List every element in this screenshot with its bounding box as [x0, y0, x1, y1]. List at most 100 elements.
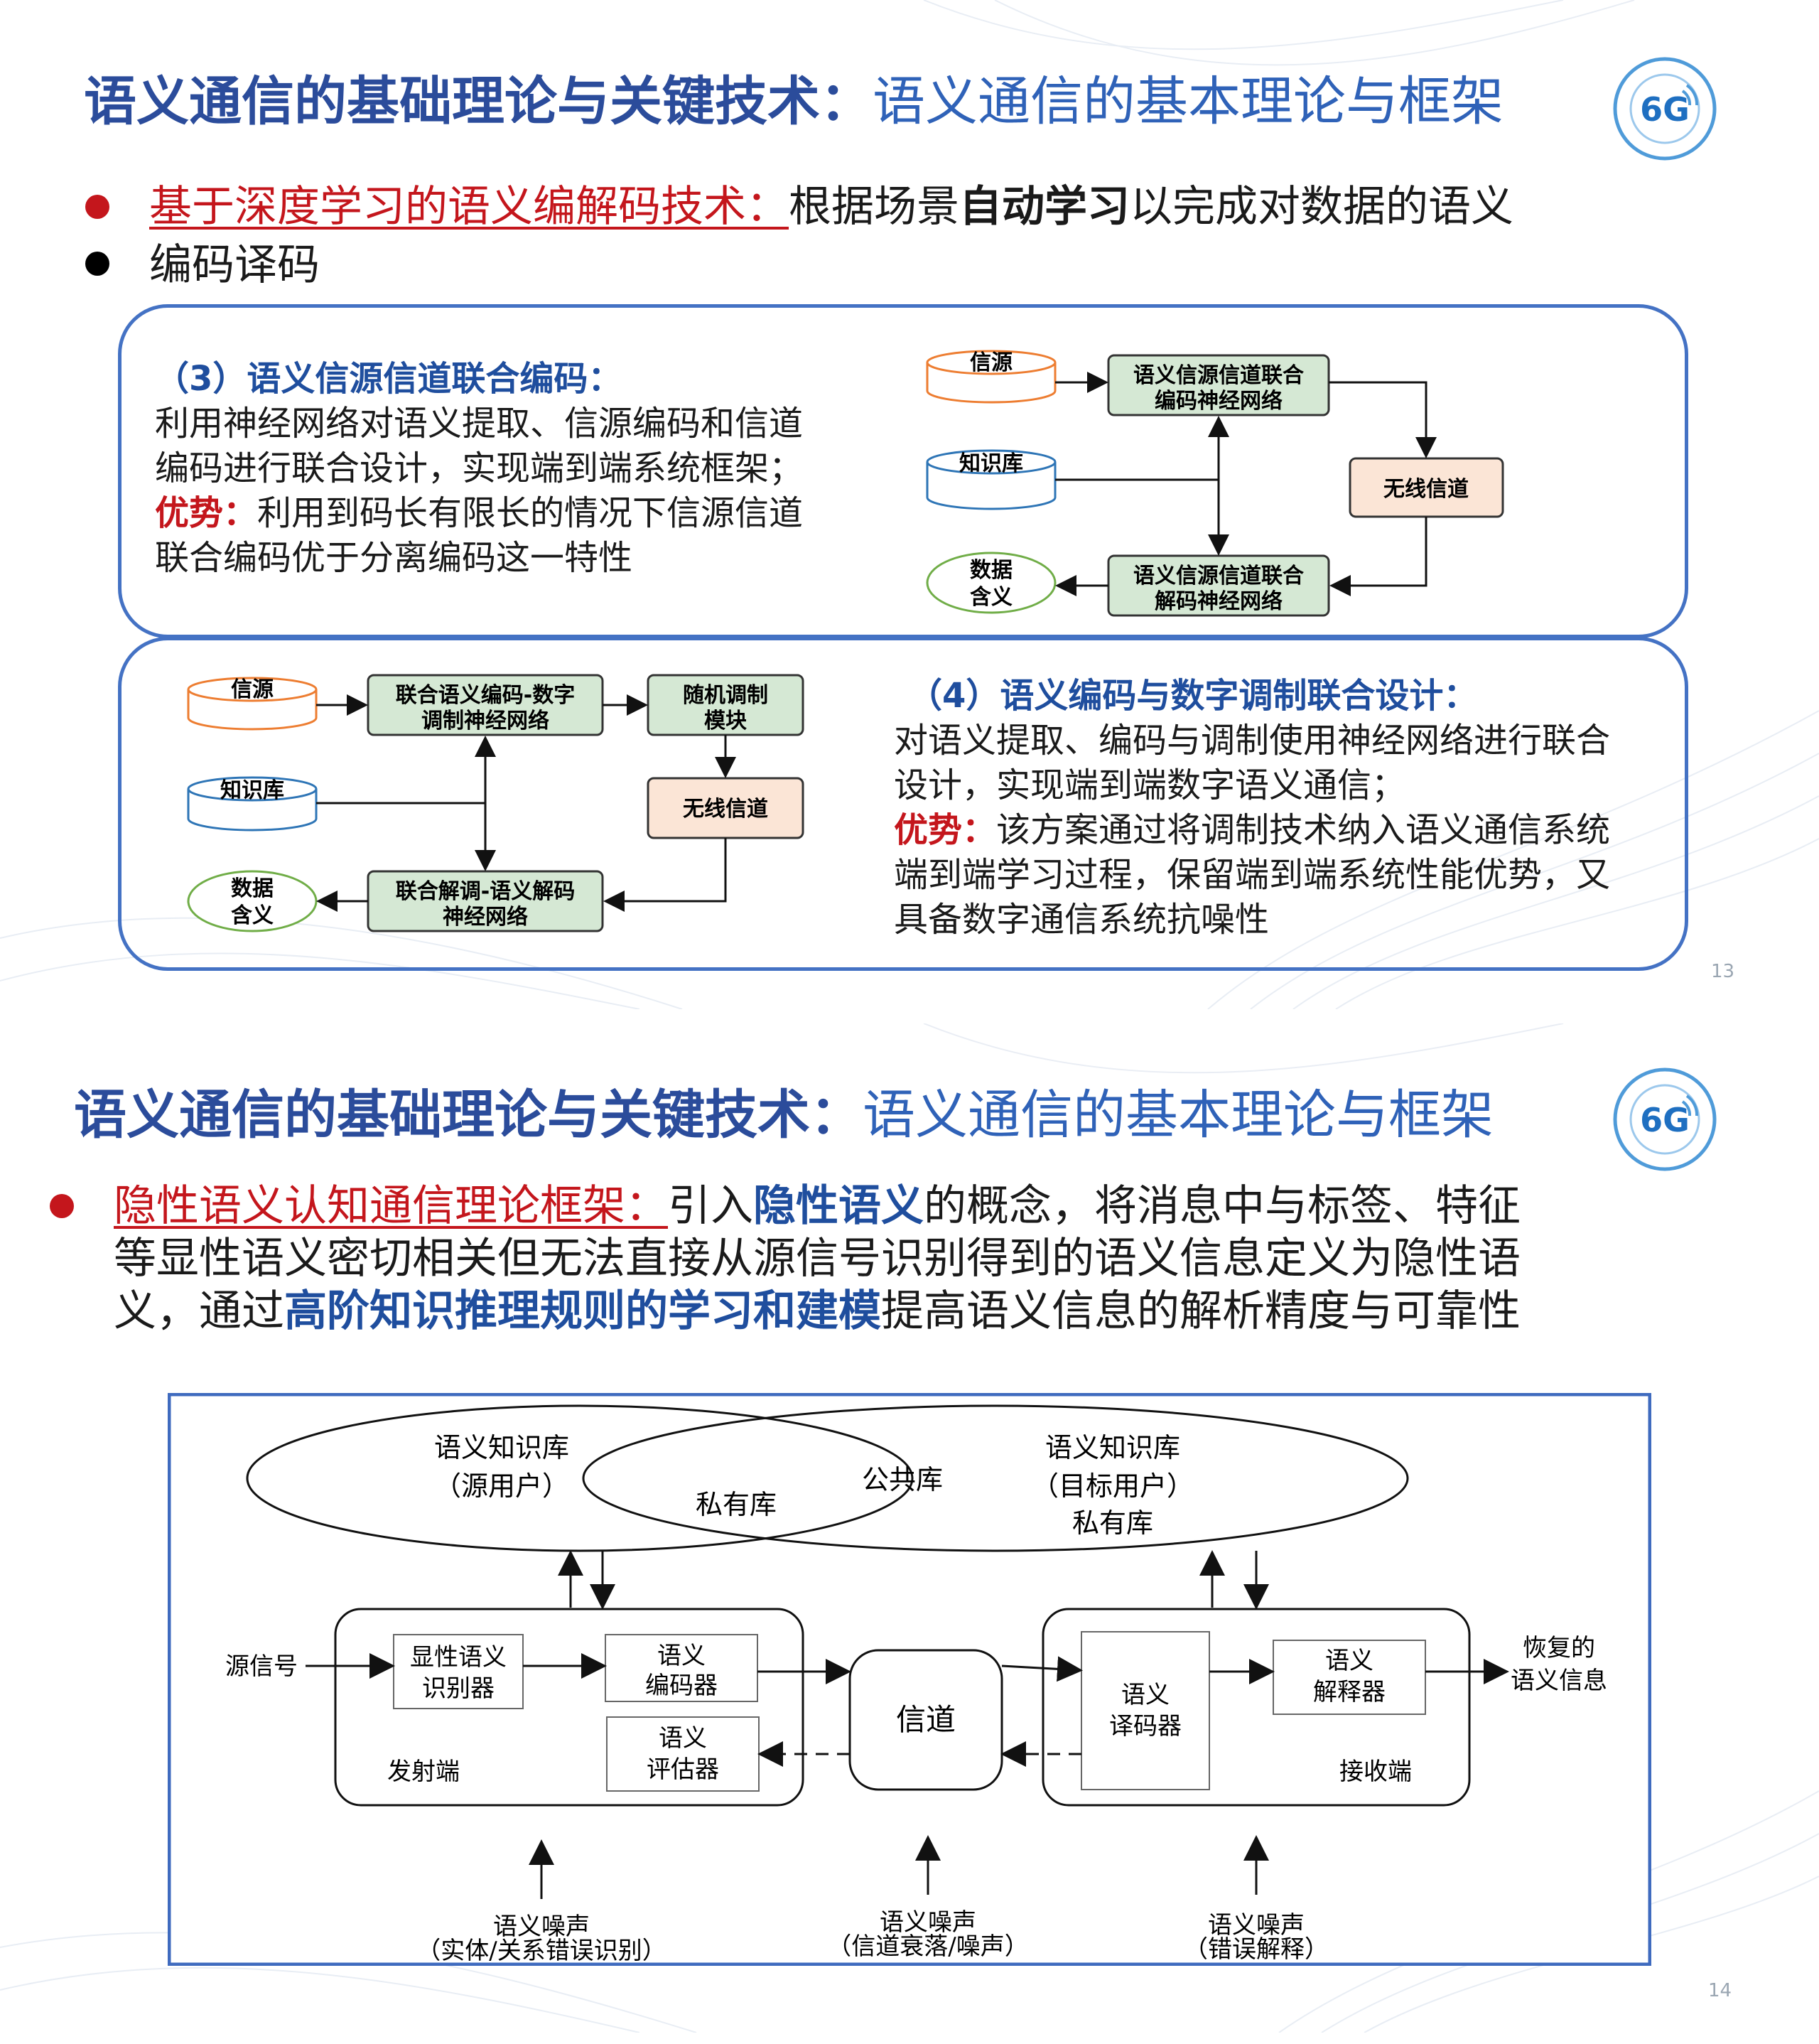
- noise2-1: 语义噪声: [880, 1908, 976, 1937]
- p4-kb-label: 知识库: [220, 778, 284, 803]
- bullet-paragraph: 隐性语义认知通信理论框架：引入隐性语义的概念，将消息中与标签、特征 等显性语义密…: [114, 1180, 1663, 1338]
- bullet-text-a: 根据场景: [789, 182, 959, 232]
- bullet-line-1: 基于深度学习的语义编解码技术：根据场景自动学习以完成对数据的语义: [149, 181, 1513, 233]
- p4-meaning-ellipse: 数据 含义: [187, 870, 318, 932]
- kb-right-1: 语义知识库: [1045, 1432, 1180, 1463]
- p3-channel-node: 无线信道: [1349, 457, 1504, 518]
- p3-source-cylinder: 信源: [926, 350, 1057, 404]
- p3-encoder-1: 语义信源信道联合: [1133, 363, 1304, 388]
- text-d: 提高语义信息的解析精度与可靠性: [881, 1286, 1521, 1336]
- p3-meaning-ellipse: 数据 含义: [926, 552, 1057, 614]
- panel3-adv-label: 优势：: [155, 493, 258, 533]
- p4-channel-label: 无线信道: [683, 797, 768, 822]
- p4-decoder-1: 联合解调-语义解码: [396, 879, 575, 904]
- recovered-2: 语义信息: [1511, 1667, 1607, 1695]
- imt2030-logo: 6G: [1612, 55, 1718, 162]
- panel3-heading: （3）语义信源信道联合编码：: [155, 359, 622, 399]
- p4-modulator-node: 随机调制 模块: [647, 674, 804, 736]
- p3-decoder-node: 语义信源信道联合 解码神经网络: [1107, 554, 1330, 617]
- transmitter-label: 发射端: [387, 1758, 460, 1786]
- title-bold: 语义通信的基础理论与关键技术：: [74, 1085, 863, 1146]
- p4-encoder-2: 调制神经网络: [421, 709, 549, 733]
- p4-modulator-1: 随机调制: [683, 683, 768, 708]
- decoder-2: 译码器: [1109, 1712, 1182, 1741]
- p3-meaning-2: 含义: [970, 585, 1013, 610]
- noise1-1: 语义噪声: [493, 1913, 590, 1941]
- interpreter-1: 语义: [1325, 1647, 1373, 1675]
- slide-14: 语义通信的基础理论与关键技术：语义通信的基本理论与框架 6G 隐性语义认知通信理…: [0, 1023, 1819, 2033]
- bullet-text-b: 以完成对数据的语义: [1130, 182, 1513, 232]
- p4-decoder-2: 神经网络: [443, 905, 528, 930]
- semantic-decoder-box: [1081, 1631, 1210, 1790]
- p4-meaning-2: 含义: [231, 903, 274, 928]
- evaluator-2: 评估器: [647, 1755, 719, 1784]
- noise2-2: （信道衰落/噪声）: [827, 1932, 1028, 1961]
- kb-right-ellipse: [582, 1404, 1409, 1552]
- p3-encoder-2: 编码神经网络: [1155, 389, 1283, 414]
- panel4-line4: 端到端学习过程，保留端到端系统性能优势，又: [894, 855, 1611, 895]
- kb-right-2: （目标用户）: [1032, 1470, 1194, 1502]
- p4-modulator-2: 模块: [704, 709, 747, 733]
- p3-kb-cylinder: 知识库: [926, 449, 1057, 510]
- kb-left-1: 语义知识库: [434, 1432, 569, 1463]
- explicit-1: 显性语义: [410, 1643, 507, 1672]
- p3-source-label: 信源: [970, 350, 1013, 375]
- bullet-line-2: 编码译码: [149, 240, 320, 290]
- transmitter-box: [334, 1608, 804, 1807]
- panel3-adv: 优势：利用到码长有限长的情况下信源信道: [155, 491, 908, 536]
- evaluator-1: 语义: [659, 1724, 707, 1753]
- panel4-adv: 优势：该方案通过将调制技术纳入语义通信系统: [894, 808, 1690, 853]
- panel4-line2: 设计，实现端到端数字语义通信；: [894, 765, 1406, 805]
- kb-left-3: 私有库: [696, 1489, 777, 1520]
- imt2030-logo: 6G: [1612, 1066, 1718, 1173]
- p3-kb-label: 知识库: [959, 451, 1023, 476]
- noise3-1: 语义噪声: [1208, 1911, 1305, 1940]
- bullet-dot-red: [50, 1194, 74, 1218]
- p4-channel-node: 无线信道: [647, 777, 804, 839]
- panel4-line5: 具备数字通信系统抗噪性: [894, 900, 1270, 940]
- implicit-semantic-framework-figure: 语义知识库 （源用户） 私有库 公共库 语义知识库 （目标用户） 私有库 显性语…: [168, 1393, 1651, 1966]
- title-light: 语义通信的基本理论与框架: [873, 71, 1504, 132]
- p4-decoder-node: 联合解调-语义解码 神经网络: [367, 870, 604, 932]
- p4-source-label: 信源: [231, 677, 274, 702]
- kb-right-3: 私有库: [1072, 1507, 1153, 1539]
- title-light: 语义通信的基本理论与框架: [863, 1085, 1494, 1146]
- panel4-adv-label: 优势：: [894, 810, 997, 850]
- encoder-1: 语义: [657, 1642, 706, 1670]
- p3-decoder-1: 语义信源信道联合: [1133, 564, 1304, 588]
- receiver-box: [1042, 1608, 1471, 1807]
- channel-box: [848, 1649, 1003, 1791]
- p4-encoder-1: 联合语义编码-数字: [396, 683, 575, 708]
- kb-left-2: （源用户）: [434, 1470, 569, 1502]
- encoder-2: 编码器: [645, 1672, 718, 1700]
- text-c: 义，通过: [114, 1286, 284, 1336]
- source-signal-label: 源信号: [225, 1652, 298, 1681]
- text-b: 的概念，将消息中与标签、特征: [924, 1181, 1521, 1231]
- p3-encoder-node: 语义信源信道联合 编码神经网络: [1107, 354, 1330, 416]
- logo-mark: 6G: [1640, 1101, 1690, 1139]
- slide-13: 语义通信的基础理论与关键技术：语义通信的基本理论与框架 6G 基于深度学习的语义…: [0, 0, 1819, 1009]
- bold-a: 隐性语义: [753, 1181, 924, 1231]
- page-number: 13: [1711, 961, 1735, 982]
- bold-b: 高阶知识推理规则的学习和建模: [284, 1286, 881, 1336]
- p4-encoder-node: 联合语义编码-数字 调制神经网络: [367, 674, 604, 736]
- bullet-dot-red: [85, 195, 109, 219]
- page-number: 14: [1708, 1980, 1732, 2001]
- panel3-adv-line2: 联合编码优于分离编码这一特性: [155, 538, 633, 578]
- logo-mark: 6G: [1640, 90, 1690, 129]
- panel3-line2: 编码进行联合设计，实现端到端系统框架；: [155, 448, 804, 488]
- panel3-text: （3）语义信源信道联合编码： 利用神经网络对语义提取、信源编码和信道 编码进行联…: [155, 357, 908, 581]
- panel4-diagram: 信源 知识库 数据 含义 联合语义编码-数字 调制神经网络 随机调制 模块 无线…: [187, 674, 804, 932]
- panel4-text: （4）语义编码与数字调制联合设计： 对语义提取、编码与调制使用神经网络进行联合 …: [894, 674, 1690, 942]
- panel4-heading: （4）语义编码与数字调制联合设计：: [908, 676, 1478, 716]
- slide-title: 语义通信的基础理论与关键技术：语义通信的基本理论与框架: [84, 75, 1504, 128]
- title-bold: 语义通信的基础理论与关键技术：: [84, 71, 873, 132]
- panel4-adv-line1: 该方案通过将调制技术纳入语义通信系统: [996, 810, 1611, 850]
- p4-source-cylinder: 信源: [187, 677, 318, 731]
- p3-decoder-2: 解码神经网络: [1155, 589, 1283, 614]
- bullet-label: 基于深度学习的语义编解码技术：: [149, 182, 789, 232]
- panel3-adv-line1: 利用到码长有限长的情况下信源信道: [257, 493, 804, 533]
- text-a: 引入: [668, 1181, 753, 1231]
- noise3-2: （错误解释）: [1184, 1935, 1329, 1964]
- line2: 等显性语义密切相关但无法直接从源信号识别得到的语义信息定义为隐性语: [114, 1234, 1521, 1284]
